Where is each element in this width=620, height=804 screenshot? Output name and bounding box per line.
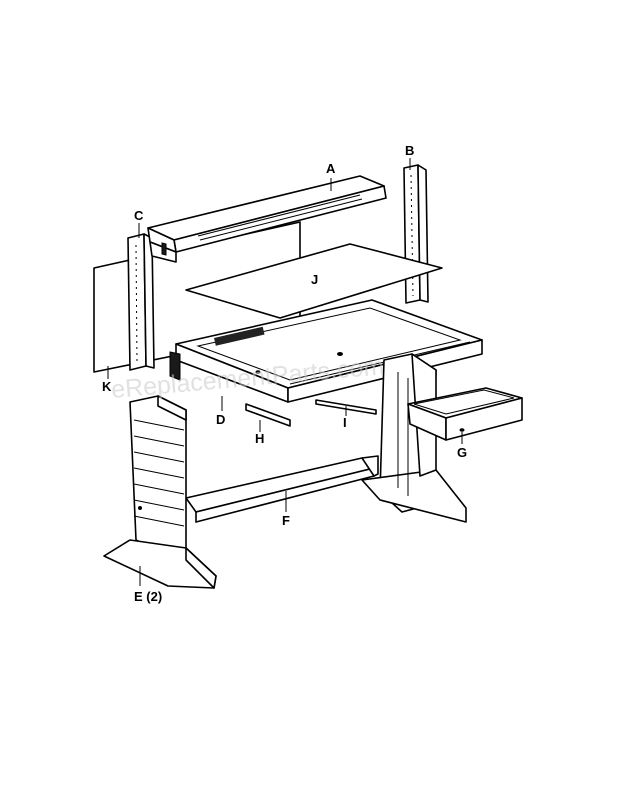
leader-lines bbox=[107, 158, 463, 586]
label-part-i: I bbox=[343, 415, 347, 430]
label-part-e: E (2) bbox=[134, 589, 162, 604]
part-right-leg-frame bbox=[361, 353, 467, 523]
label-part-a: A bbox=[326, 161, 336, 176]
label-part-c: C bbox=[134, 208, 144, 223]
label-part-k: K bbox=[102, 379, 112, 394]
part-g-drawer bbox=[407, 387, 523, 441]
part-h-short-brace bbox=[245, 403, 291, 427]
part-a-top-shelf bbox=[147, 175, 387, 263]
part-f-stretcher bbox=[185, 455, 379, 523]
label-part-f: F bbox=[282, 513, 290, 528]
part-c-left-upright bbox=[127, 233, 155, 371]
label-part-b: B bbox=[405, 143, 414, 158]
part-b-right-upright bbox=[403, 164, 429, 304]
part-e-leg bbox=[103, 395, 217, 589]
part-j-surface-panel bbox=[185, 243, 443, 319]
label-part-j: J bbox=[311, 272, 318, 287]
label-part-h: H bbox=[255, 431, 264, 446]
part-d-bench-top bbox=[169, 299, 483, 403]
label-part-d: D bbox=[216, 412, 225, 427]
label-part-g: G bbox=[457, 445, 467, 460]
